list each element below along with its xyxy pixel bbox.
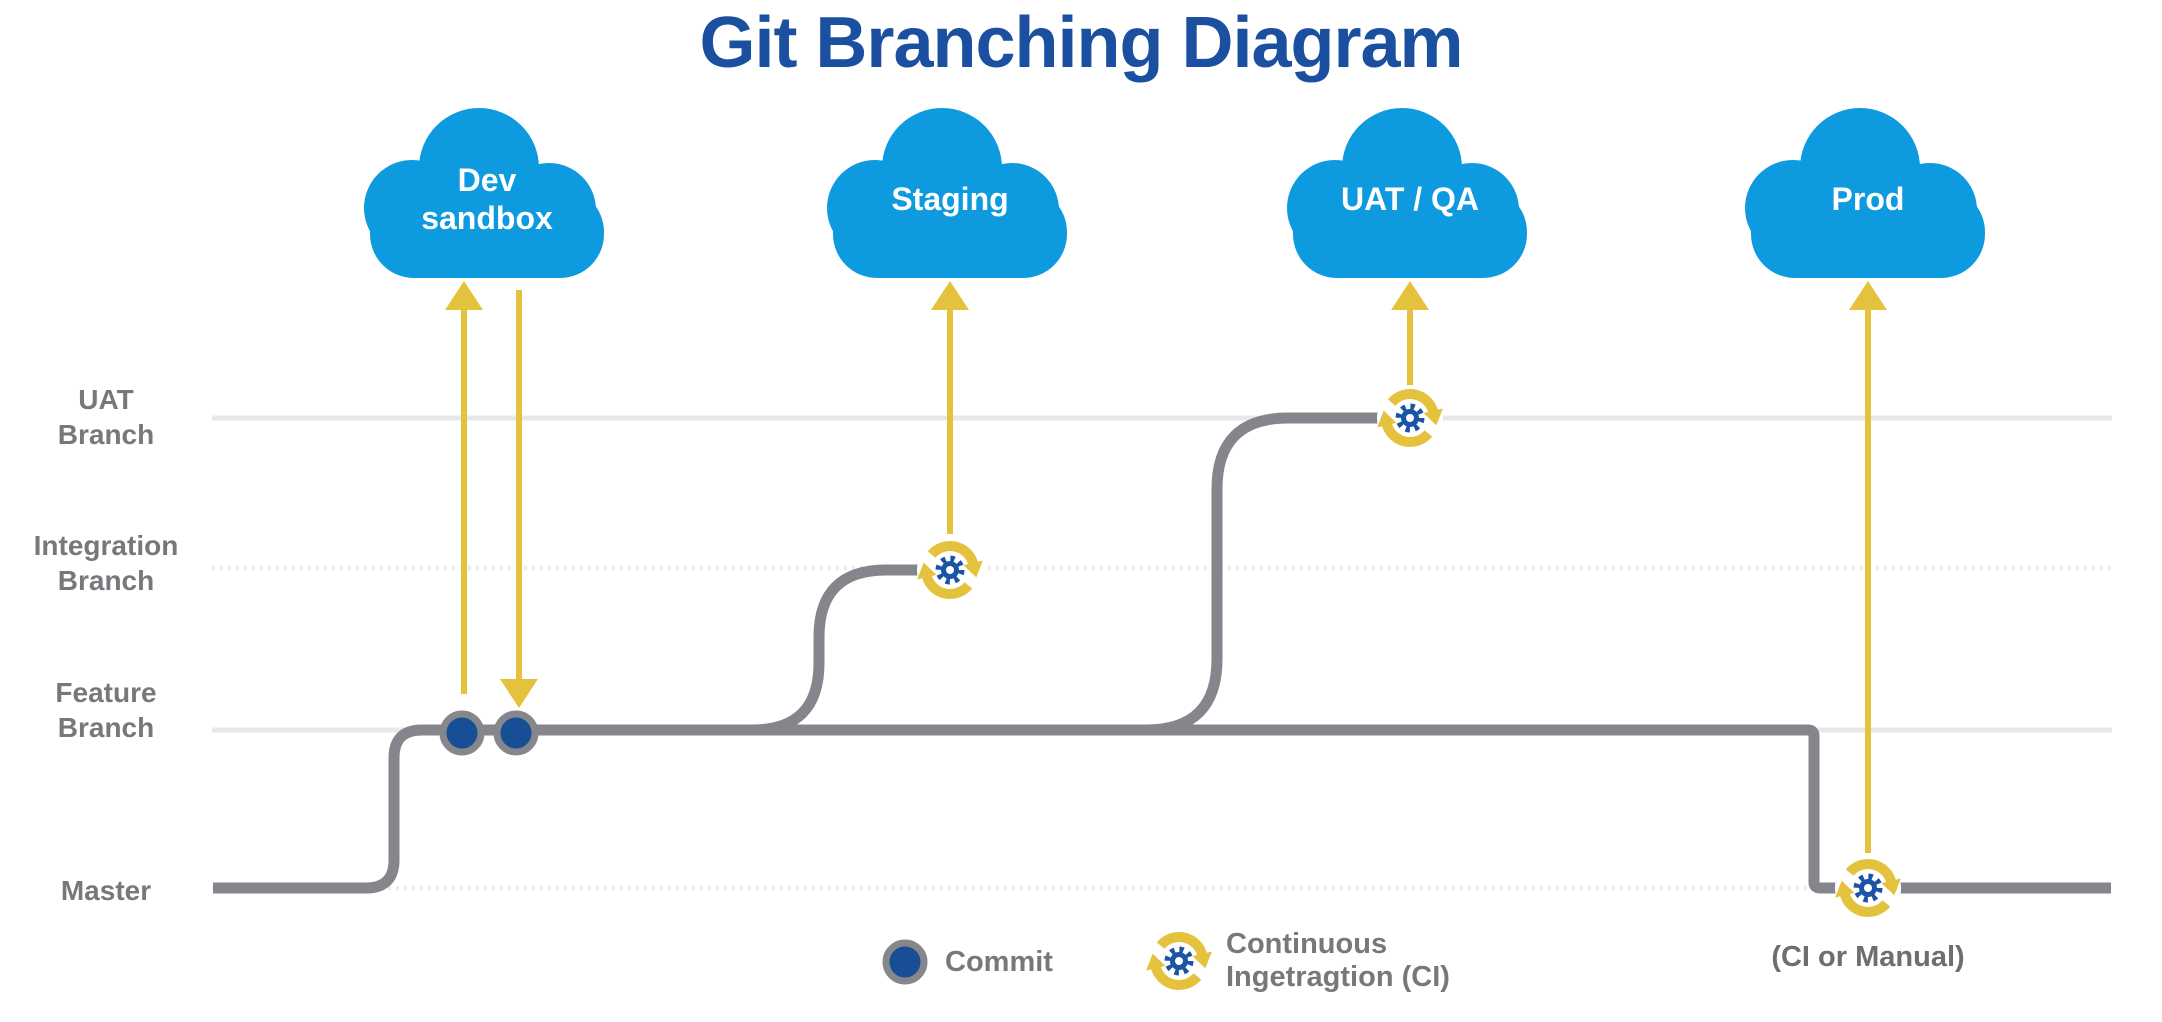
feature-to-uat-line — [1145, 412, 1408, 736]
legend-commit-dot-icon — [886, 943, 924, 981]
uat-up-arrow-icon — [1391, 281, 1429, 386]
commit-dot-icon-2 — [497, 714, 535, 752]
ci-refresh-gear-icon-staging — [917, 537, 983, 603]
staging-up-arrow-icon — [931, 281, 969, 534]
branch-label-integration: Integration Branch — [33, 530, 179, 596]
master-to-feature-line — [213, 724, 2111, 894]
branch-label-master: Master — [60, 874, 152, 906]
legend-ci-refresh-gear-icon — [1146, 928, 1212, 994]
cloud-label-uat-qa: UAT / QA — [1340, 180, 1480, 217]
dev-sandbox-down-arrow-icon — [500, 290, 538, 708]
deployment-arrows — [445, 281, 1887, 853]
feature-to-integration-line — [751, 564, 950, 736]
cloud-label-staging: Staging — [891, 180, 1009, 217]
page-title: Git Branching Diagram — [699, 3, 1463, 83]
ci-icons — [917, 385, 1901, 921]
branch-gridlines — [212, 415, 2112, 890]
legend-ci-label: Continuous Ingetragtion (CI) — [1226, 928, 1450, 994]
cloud-label-prod: Prod — [1831, 180, 1905, 217]
cloud-label-dev-sandbox: Dev sandbox — [421, 161, 553, 236]
ci-refresh-gear-icon-uat — [1377, 385, 1443, 451]
dev-sandbox-up-arrow-icon — [445, 281, 483, 694]
branch-lines — [213, 412, 2111, 894]
branch-label-feature: Feature Branch — [55, 677, 157, 743]
ci-refresh-gear-icon-prod — [1835, 855, 1901, 921]
clouds — [364, 108, 1985, 278]
legend-ci-or-manual-label: (CI or Manual) — [1771, 941, 1965, 973]
prod-up-arrow-icon — [1849, 281, 1887, 853]
commit-dot-icon-1 — [443, 714, 481, 752]
legend-commit-label: Commit — [945, 946, 1053, 978]
branch-label-uat: UAT Branch — [57, 384, 155, 450]
